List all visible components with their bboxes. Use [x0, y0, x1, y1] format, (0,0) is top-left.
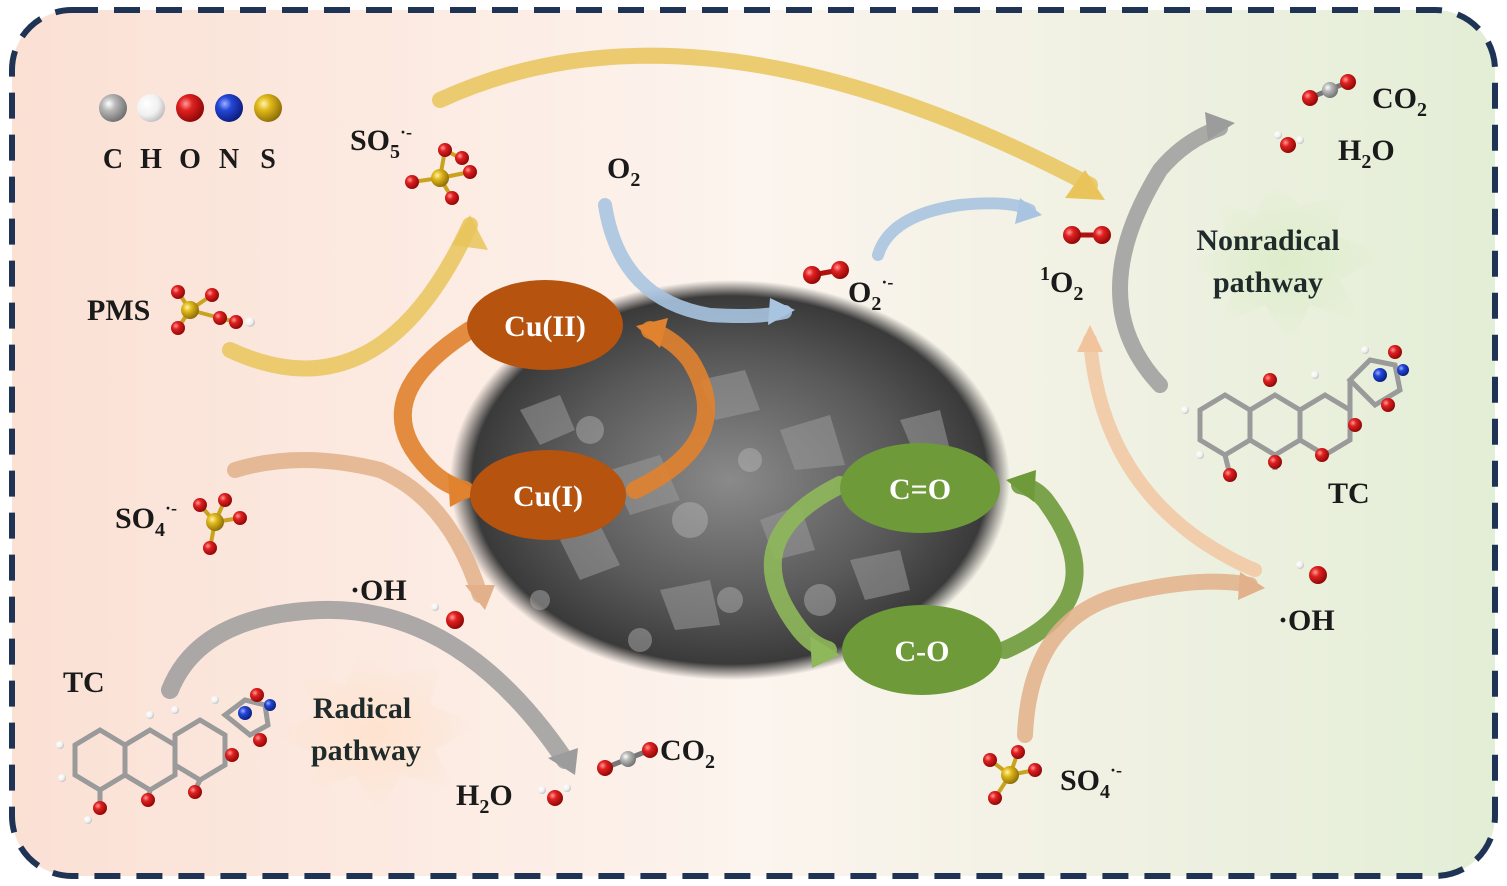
cu2-to-cu1-arrow [393, 321, 479, 499]
hydrogen-ball-icon [137, 94, 165, 122]
co2-top-c [1322, 82, 1338, 98]
nonradical-label-line2: pathway [1213, 266, 1323, 299]
tc-right-degradation-arrow [1112, 120, 1228, 393]
legend-o: O [179, 144, 201, 175]
nonradical-burst [1185, 180, 1385, 345]
oh-right-label: ·OH [1278, 604, 1335, 637]
co2-top-o2 [1340, 74, 1356, 90]
h2o-bottom-molecule [547, 790, 563, 806]
so4-to-oh-right-arrow [1017, 573, 1258, 743]
o2-radical-atom-1 [803, 266, 821, 284]
h2o-top-molecule [1280, 137, 1296, 153]
to-singlet-from-below-arrow [1083, 333, 1262, 577]
o2-radical-atom-2 [831, 261, 849, 279]
pms-to-so5-arrowhead [452, 215, 488, 250]
cu2-node [467, 280, 623, 370]
legend-s: S [260, 144, 276, 175]
nonradical-label-line1: Nonradical [1196, 224, 1339, 257]
co-single-node [842, 605, 1002, 695]
cu1-to-cu2-arrow [626, 321, 715, 499]
radical-label-line1: Radical [313, 692, 411, 725]
h2o-top-label: H2O [1338, 134, 1395, 173]
sem-image [450, 280, 1010, 680]
radical-burst [270, 650, 480, 815]
co-double-node [840, 443, 1000, 533]
sulfur-ball-icon [254, 94, 282, 122]
tc-left-molecule [56, 688, 276, 824]
tc-left-degradation-arrow [161, 600, 574, 769]
co-single-to-double-arrowhead [1006, 470, 1036, 502]
co2-bottom-o1 [597, 760, 613, 776]
dashed-frame [9, 7, 1498, 879]
so5-label: SO5·- [350, 122, 412, 163]
o2-to-superoxide-arrow [598, 198, 792, 323]
co2-bottom-o2 [642, 742, 658, 758]
oxygen-ball-icon [176, 94, 204, 122]
co-double-to-single-arrowhead [810, 636, 840, 668]
so4-to-oh-left-arrowhead [465, 585, 495, 610]
pms-to-so5-arrow [222, 217, 478, 377]
so4-left-label: SO4·- [115, 498, 177, 541]
so4-to-oh-right-arrowhead [1238, 572, 1265, 600]
legend-h: H [140, 144, 162, 175]
singlet-o2-atom-2 [1093, 226, 1111, 244]
tc-left-degradation-arrowhead [548, 748, 578, 775]
legend-n: N [219, 144, 239, 175]
tc-right-molecule [1181, 345, 1409, 482]
o2-label: O2 [607, 152, 640, 191]
singlet-o2-label: 1O2 [1040, 263, 1083, 305]
co2-top-o1 [1302, 90, 1318, 106]
tc-right-label: TC [1328, 477, 1370, 510]
superoxide-to-singlet-arrowhead [1015, 198, 1042, 224]
carbon-ball-icon [99, 94, 127, 122]
h2o-bottom-label: H2O [456, 779, 513, 818]
so4-to-oh-left-arrow [227, 452, 488, 603]
legend-c: C [103, 144, 123, 175]
nitrogen-ball-icon [215, 94, 243, 122]
so5-to-singlet-arrowhead [1065, 170, 1105, 200]
cu1-node [470, 450, 626, 540]
co-double-label: C=O [889, 473, 951, 506]
co2-top-label: CO2 [1372, 82, 1427, 121]
o2-to-superoxide-arrowhead [768, 298, 795, 325]
tc-left-label: TC [63, 666, 105, 699]
o2-radical-label: O2·- [848, 272, 893, 315]
singlet-o2-atom-1 [1063, 226, 1081, 244]
co2-bottom-c [620, 751, 636, 767]
cu1-label: Cu(I) [513, 480, 583, 513]
superoxide-to-singlet-arrow [872, 197, 1036, 261]
so4-right-label: SO4·- [1060, 760, 1122, 803]
cu2-label: Cu(II) [504, 310, 586, 343]
pms-label: PMS [87, 294, 150, 327]
cu2-to-cu1-arrowhead [448, 474, 478, 507]
oh-left-label: ·OH [350, 574, 407, 607]
so5-to-singlet-arrow [432, 47, 1098, 193]
radical-label-line2: pathway [311, 734, 421, 767]
to-singlet-from-below-arrowhead [1077, 325, 1103, 352]
oh-right-molecule [1309, 566, 1327, 584]
co2-bottom-label: CO2 [660, 734, 715, 773]
cu1-to-cu2-arrowhead [636, 318, 668, 348]
co-single-label: C-O [895, 635, 950, 668]
element-legend: C H O N S [99, 94, 282, 175]
oh-left-molecule [446, 611, 464, 629]
tc-right-degradation-arrowhead [1205, 112, 1235, 140]
